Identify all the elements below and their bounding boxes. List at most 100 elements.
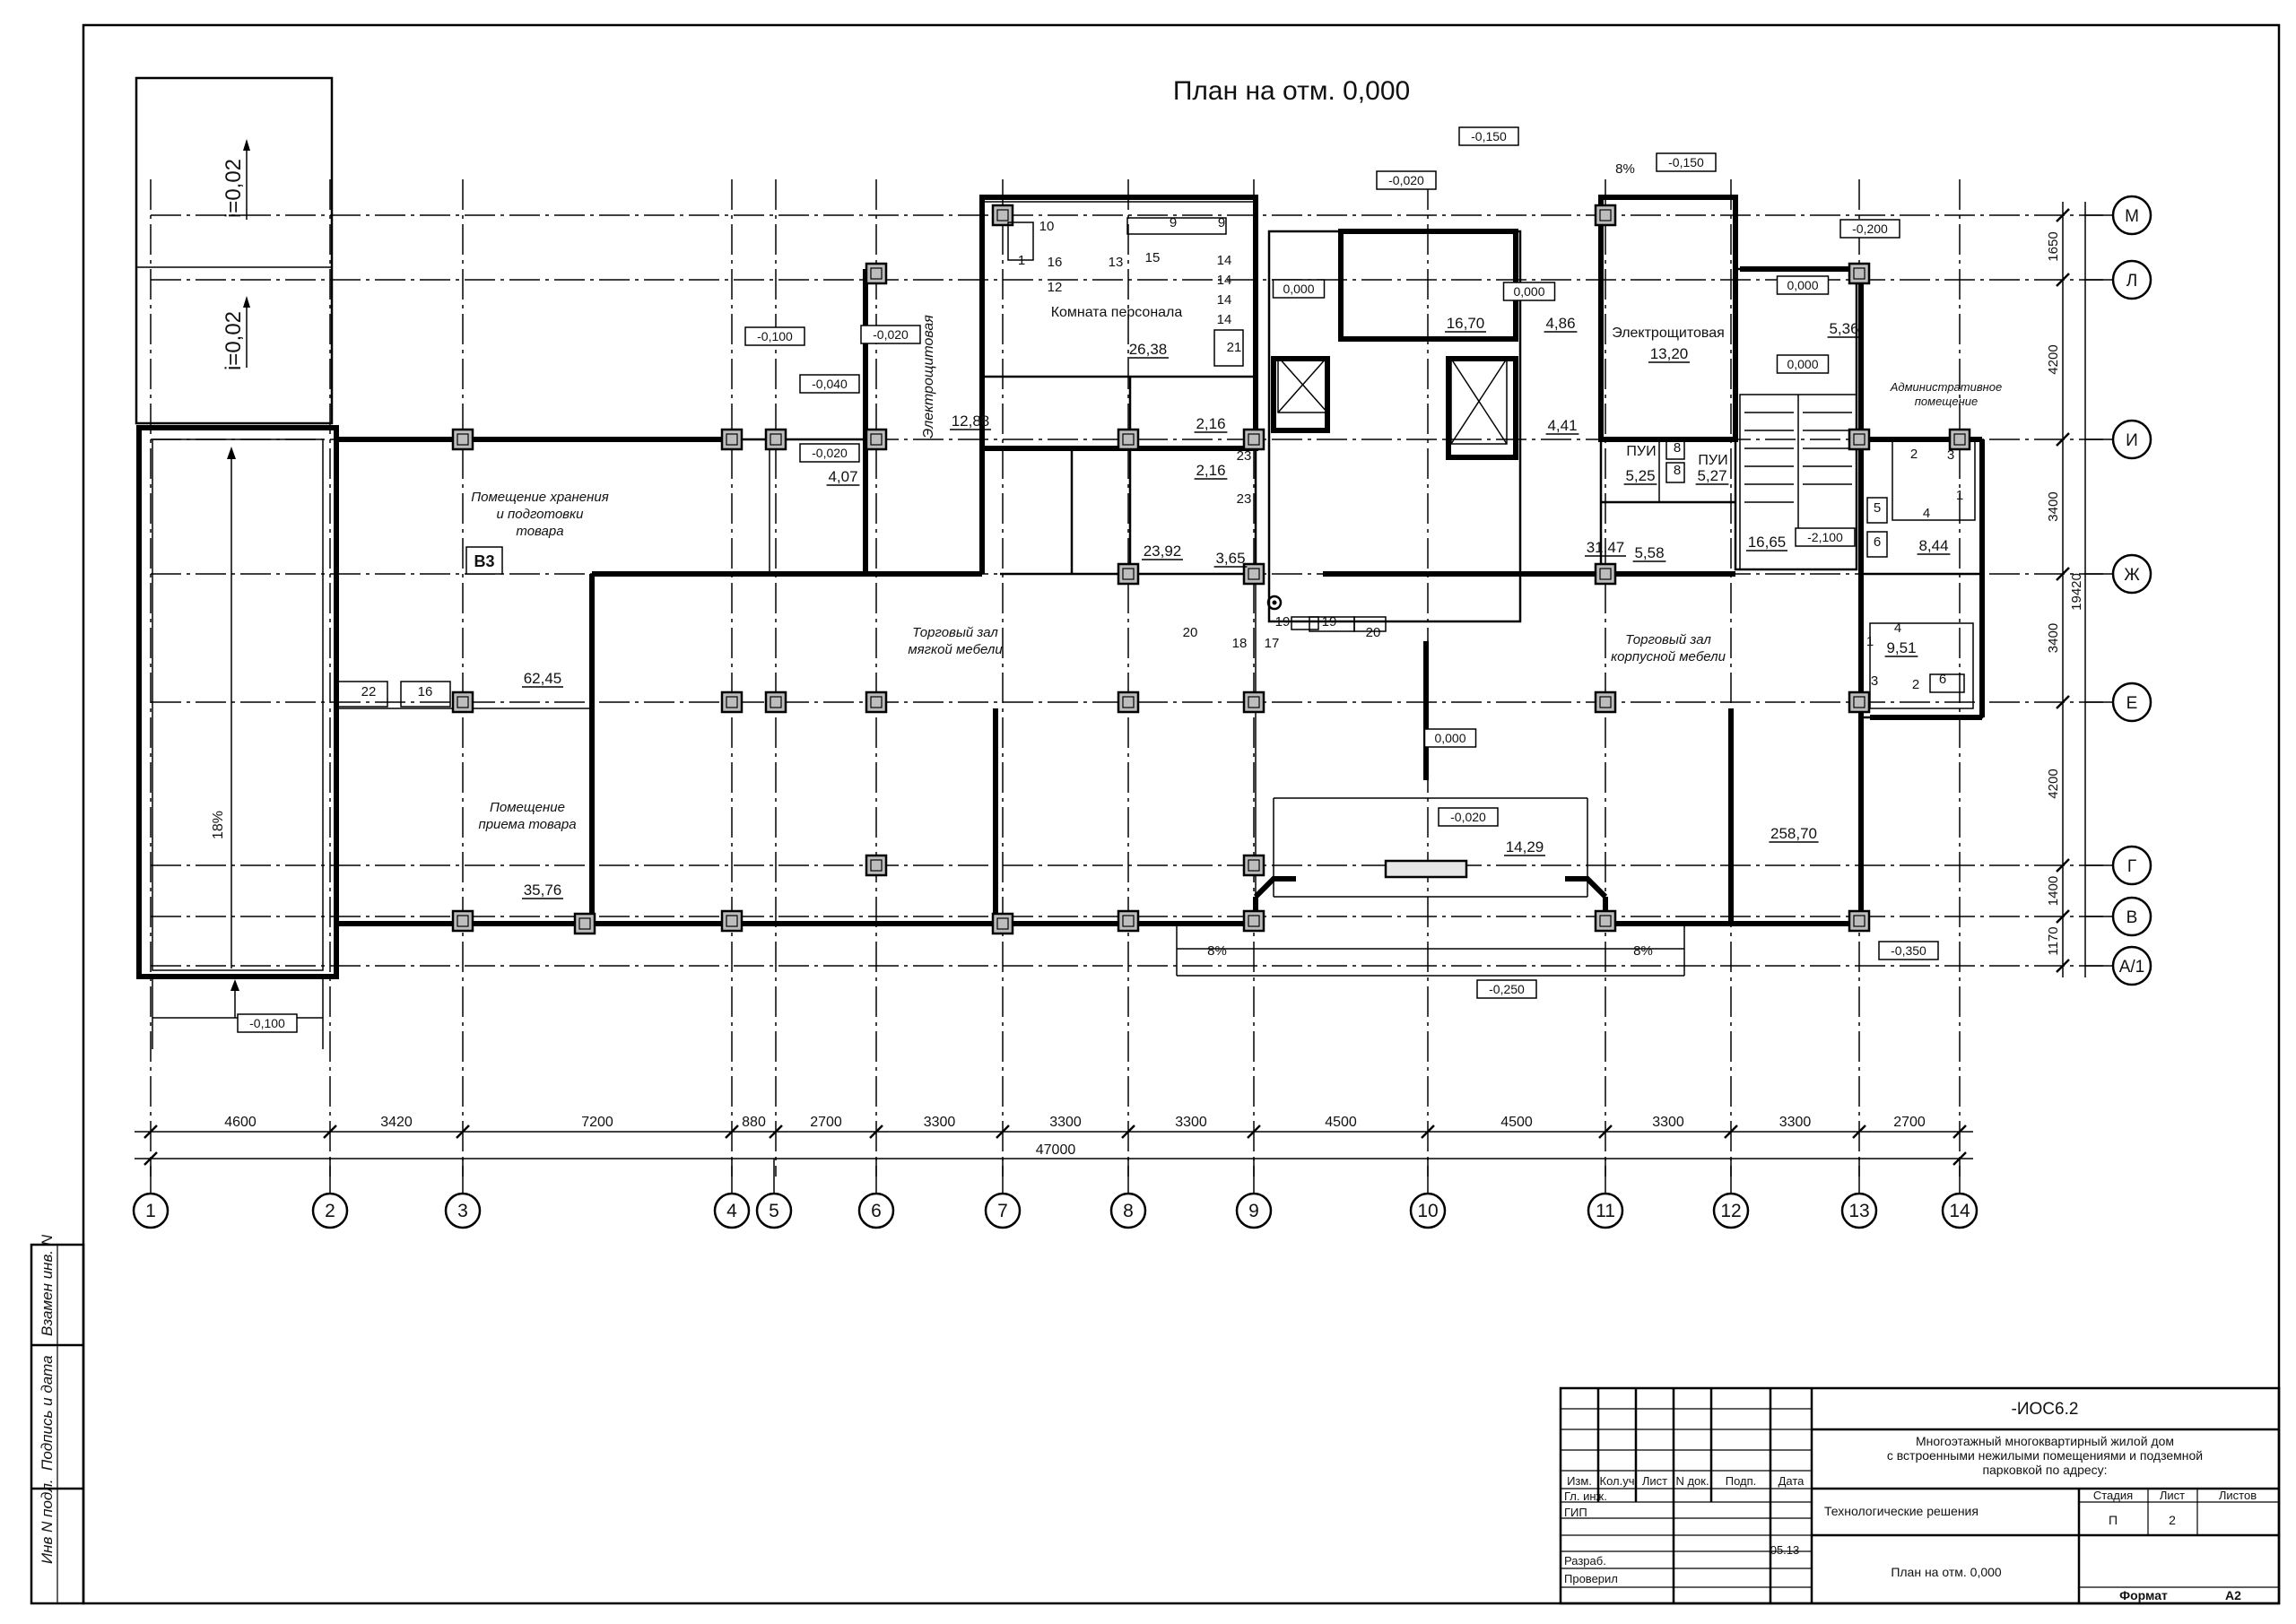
dim-bottom: 7200 <box>581 1115 613 1130</box>
stamp-header: Лист <box>1642 1474 1667 1488</box>
column <box>764 428 787 451</box>
axis-b3: В3 <box>474 552 494 570</box>
column <box>1594 909 1617 933</box>
column <box>865 690 888 714</box>
column <box>451 909 474 933</box>
dim-bottom: 3300 <box>1652 1115 1684 1130</box>
furniture <box>1291 616 1319 630</box>
area-label: 16,65 <box>1748 534 1787 551</box>
equipment-mark: 8 <box>1674 463 1681 478</box>
slope-marks: 8% 8% 8% <box>1207 161 1653 959</box>
equipment-mark: 12 <box>1048 280 1063 295</box>
stamp-format: А2 <box>2225 1588 2241 1602</box>
svg-text:мягкой мебели: мягкой мебели <box>908 642 1003 657</box>
stamp-header: Изм. <box>1567 1474 1592 1488</box>
stamp-date: 05.13 <box>1770 1543 1800 1557</box>
stamp-format-label: Формат <box>2119 1588 2168 1602</box>
columns <box>451 204 1971 935</box>
axis-label-y: Л <box>2126 272 2137 291</box>
level-mark: -0,250 <box>1489 982 1525 996</box>
axis-bubble-x <box>1409 1192 1447 1229</box>
equipment-mark: 16 <box>418 684 433 699</box>
room-puy2: ПУИ <box>1698 453 1727 468</box>
svg-text:Административное: Административное <box>1890 380 2002 394</box>
column <box>451 428 474 451</box>
equipment-mark: 13 <box>1109 255 1124 270</box>
column <box>1117 909 1140 933</box>
equipment-mark: 21 <box>1227 340 1242 355</box>
level-mark: 0,000 <box>1787 278 1818 292</box>
axis-bubble-x <box>713 1192 751 1229</box>
dim-right: 4200 <box>2046 769 2061 798</box>
area-label: 9,51 <box>1886 639 1916 656</box>
axis-bubble-x <box>1712 1192 1750 1229</box>
equipment-mark: 19 <box>1275 614 1291 630</box>
dim-total-right: 19420 <box>2069 573 2084 611</box>
axis-label-x: 14 <box>1949 1201 1970 1221</box>
slope-top: 8% <box>1615 161 1635 177</box>
equipment-mark: 4 <box>1923 506 1930 521</box>
svg-text:корпусной мебели: корпусной мебели <box>1611 649 1726 664</box>
level-mark: -2,100 <box>1807 530 1843 544</box>
column <box>764 690 787 714</box>
axis-label-x: 6 <box>871 1201 882 1221</box>
furniture <box>1929 673 1965 693</box>
column <box>991 912 1014 935</box>
axis-bubble-y <box>2111 896 2152 937</box>
furniture <box>400 681 451 708</box>
room-storage-line: Помещение хранения <box>471 490 608 505</box>
column <box>1594 690 1617 714</box>
level-mark: 0,000 <box>1513 284 1544 299</box>
equipment-mark: 1 <box>1866 634 1874 649</box>
side-stamp-inv: Инв N подл. <box>39 1479 56 1564</box>
slope-bottom-right: 8% <box>1633 943 1653 959</box>
axis-bubble-y <box>2111 845 2152 886</box>
axis-label-x: 13 <box>1848 1201 1869 1221</box>
equipment-mark: 6 <box>1939 672 1946 687</box>
slope-bottom-left: 8% <box>1207 943 1227 959</box>
level-mark: 0,000 <box>1283 282 1314 296</box>
column <box>1848 909 1871 933</box>
ramp-slope-18: 18% <box>211 811 226 839</box>
stamp-header: N док. <box>1675 1474 1709 1488</box>
column <box>720 428 744 451</box>
furniture <box>1665 439 1685 460</box>
dim-right: 1170 <box>2046 926 2061 955</box>
level-mark: -0,200 <box>1852 221 1888 236</box>
equipment-mark: 2 <box>1910 447 1918 462</box>
side-stamp-sign: Подпись и дата <box>39 1355 56 1471</box>
axis-bubble-x <box>984 1192 1022 1229</box>
axis-label-x: 7 <box>997 1201 1008 1221</box>
axis-bubble-y <box>2111 553 2152 595</box>
level-mark: -0,150 <box>1471 129 1507 143</box>
drain-icon <box>1266 595 1283 611</box>
dim-bottom: 3300 <box>1175 1115 1207 1130</box>
furniture <box>1353 616 1387 632</box>
axis-label-y: Е <box>2126 694 2138 713</box>
column <box>451 690 474 714</box>
equipment-mark: 10 <box>1039 219 1055 234</box>
stamp-sheet-label: Лист <box>2160 1489 2185 1502</box>
equipment-mark: 1 <box>1956 488 1963 503</box>
ramp-slope-2: i=0,02 <box>222 311 246 370</box>
column <box>1848 690 1871 714</box>
axis-label-y: В <box>2126 908 2138 927</box>
level-mark: -0,100 <box>757 329 793 343</box>
axis-label-x: 4 <box>726 1201 737 1221</box>
level-mark: -0,350 <box>1891 943 1926 958</box>
dim-right: 4200 <box>2046 344 2061 374</box>
area-label: 13,20 <box>1650 345 1689 362</box>
svg-text:Торговый зал: Торговый зал <box>912 625 998 640</box>
svg-text:Помещение: Помещение <box>490 800 565 815</box>
dim-total-bottom: 47000 <box>1036 1142 1076 1158</box>
equipment-mark: 15 <box>1145 250 1161 265</box>
area-label: 4,07 <box>828 468 857 485</box>
column <box>720 909 744 933</box>
level-mark: -0,100 <box>249 1016 285 1030</box>
svg-text:товара: товара <box>516 524 563 539</box>
stamp-project-3: парковкой по адресу: <box>1982 1463 2107 1477</box>
stamp-role: Разраб. <box>1564 1554 1606 1568</box>
